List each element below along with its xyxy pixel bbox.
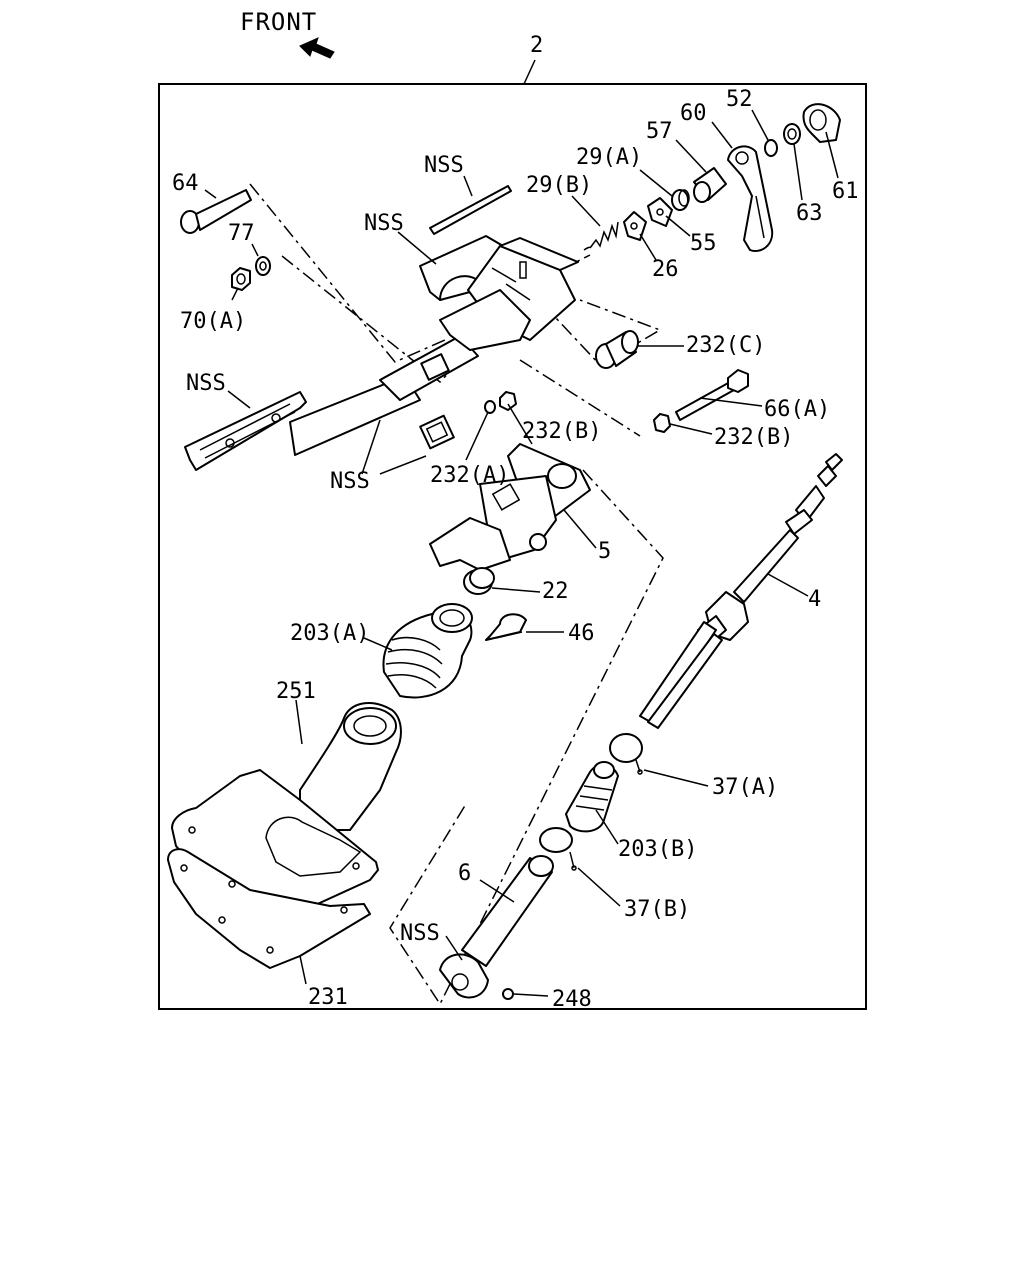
assembly-number: 2 (530, 33, 543, 58)
leader-lines (204, 109, 839, 997)
callout-232a: 232(A) (430, 463, 509, 488)
front-label: FRONT (240, 8, 317, 36)
callout-64: 64 (172, 171, 199, 196)
callout-labels: 64 77 70(A) NSS NSS NSS NSS 29(A) 29(B) … (172, 87, 859, 1012)
callout-203b: 203(B) (618, 837, 697, 862)
clip-55 (647, 197, 673, 227)
callout-231: 231 (308, 985, 348, 1010)
bushing-57 (693, 167, 727, 203)
callout-61: 61 (832, 179, 859, 204)
clamp-37b (539, 827, 577, 871)
callout-248: 248 (552, 987, 592, 1012)
bolt-64 (180, 189, 252, 234)
washer-52 (764, 139, 778, 157)
spring-29b (583, 221, 619, 251)
callout-37b: 37(B) (624, 897, 690, 922)
clip-26 (623, 211, 647, 241)
callout-232b-right: 232(B) (714, 425, 793, 450)
assembly-leader-line (523, 59, 536, 85)
lever-60 (727, 145, 774, 252)
callout-5: 5 (598, 539, 611, 564)
nss-pad-plates (289, 335, 479, 456)
nss-main-bracket (419, 235, 579, 351)
callout-26: 26 (652, 257, 679, 282)
callout-6: 6 (458, 861, 471, 886)
clip-46 (485, 613, 527, 641)
callout-251: 251 (276, 679, 316, 704)
callout-nss-bracket: NSS (364, 211, 404, 236)
callout-57: 57 (646, 119, 673, 144)
callout-63: 63 (796, 201, 823, 226)
spring-29a (671, 189, 690, 211)
nut-232b-right (653, 413, 671, 433)
nut-232a (484, 391, 517, 414)
front-arrow-icon (299, 37, 335, 59)
nut-70a (231, 267, 251, 291)
callout-66a: 66(A) (764, 397, 830, 422)
floor-plate-231 (167, 769, 379, 969)
bolt-248 (502, 988, 514, 1000)
washer-77 (255, 256, 271, 276)
assembly-frame (158, 83, 867, 1010)
callout-nss-rod: NSS (424, 153, 464, 178)
bushing-22 (463, 567, 495, 595)
cap-61 (802, 103, 841, 143)
clamp-37a (609, 733, 643, 775)
nss-rod (429, 185, 512, 235)
boot-203b (565, 761, 619, 833)
callout-232c: 232(C) (686, 333, 765, 358)
callout-232b-top: 232(B) (522, 419, 601, 444)
bolt-66a (675, 369, 749, 421)
bushing-232c (595, 330, 639, 369)
callout-52: 52 (726, 87, 753, 112)
callout-55: 55 (690, 231, 717, 256)
callout-29a: 29(A) (576, 145, 642, 170)
callout-4: 4 (808, 587, 821, 612)
column-bracket-5 (429, 443, 591, 571)
callout-203a: 203(A) (290, 621, 369, 646)
callout-77: 77 (228, 221, 255, 246)
callout-46: 46 (568, 621, 595, 646)
callout-60: 60 (680, 101, 707, 126)
callout-nss-pads: NSS (330, 469, 370, 494)
boot-203a (382, 603, 473, 699)
callout-37a: 37(A) (712, 775, 778, 800)
callout-nss-left-plate: NSS (186, 371, 226, 396)
boot-251 (299, 702, 402, 831)
bushing-63 (783, 123, 801, 145)
steering-shaft-4 (639, 453, 843, 729)
callout-22: 22 (542, 579, 569, 604)
intermediate-shaft-6 (439, 855, 554, 999)
callout-29b: 29(B) (526, 173, 592, 198)
nss-left-plate (184, 391, 307, 471)
callout-70a: 70(A) (180, 309, 246, 334)
callout-nss-bottom: NSS (400, 921, 440, 946)
